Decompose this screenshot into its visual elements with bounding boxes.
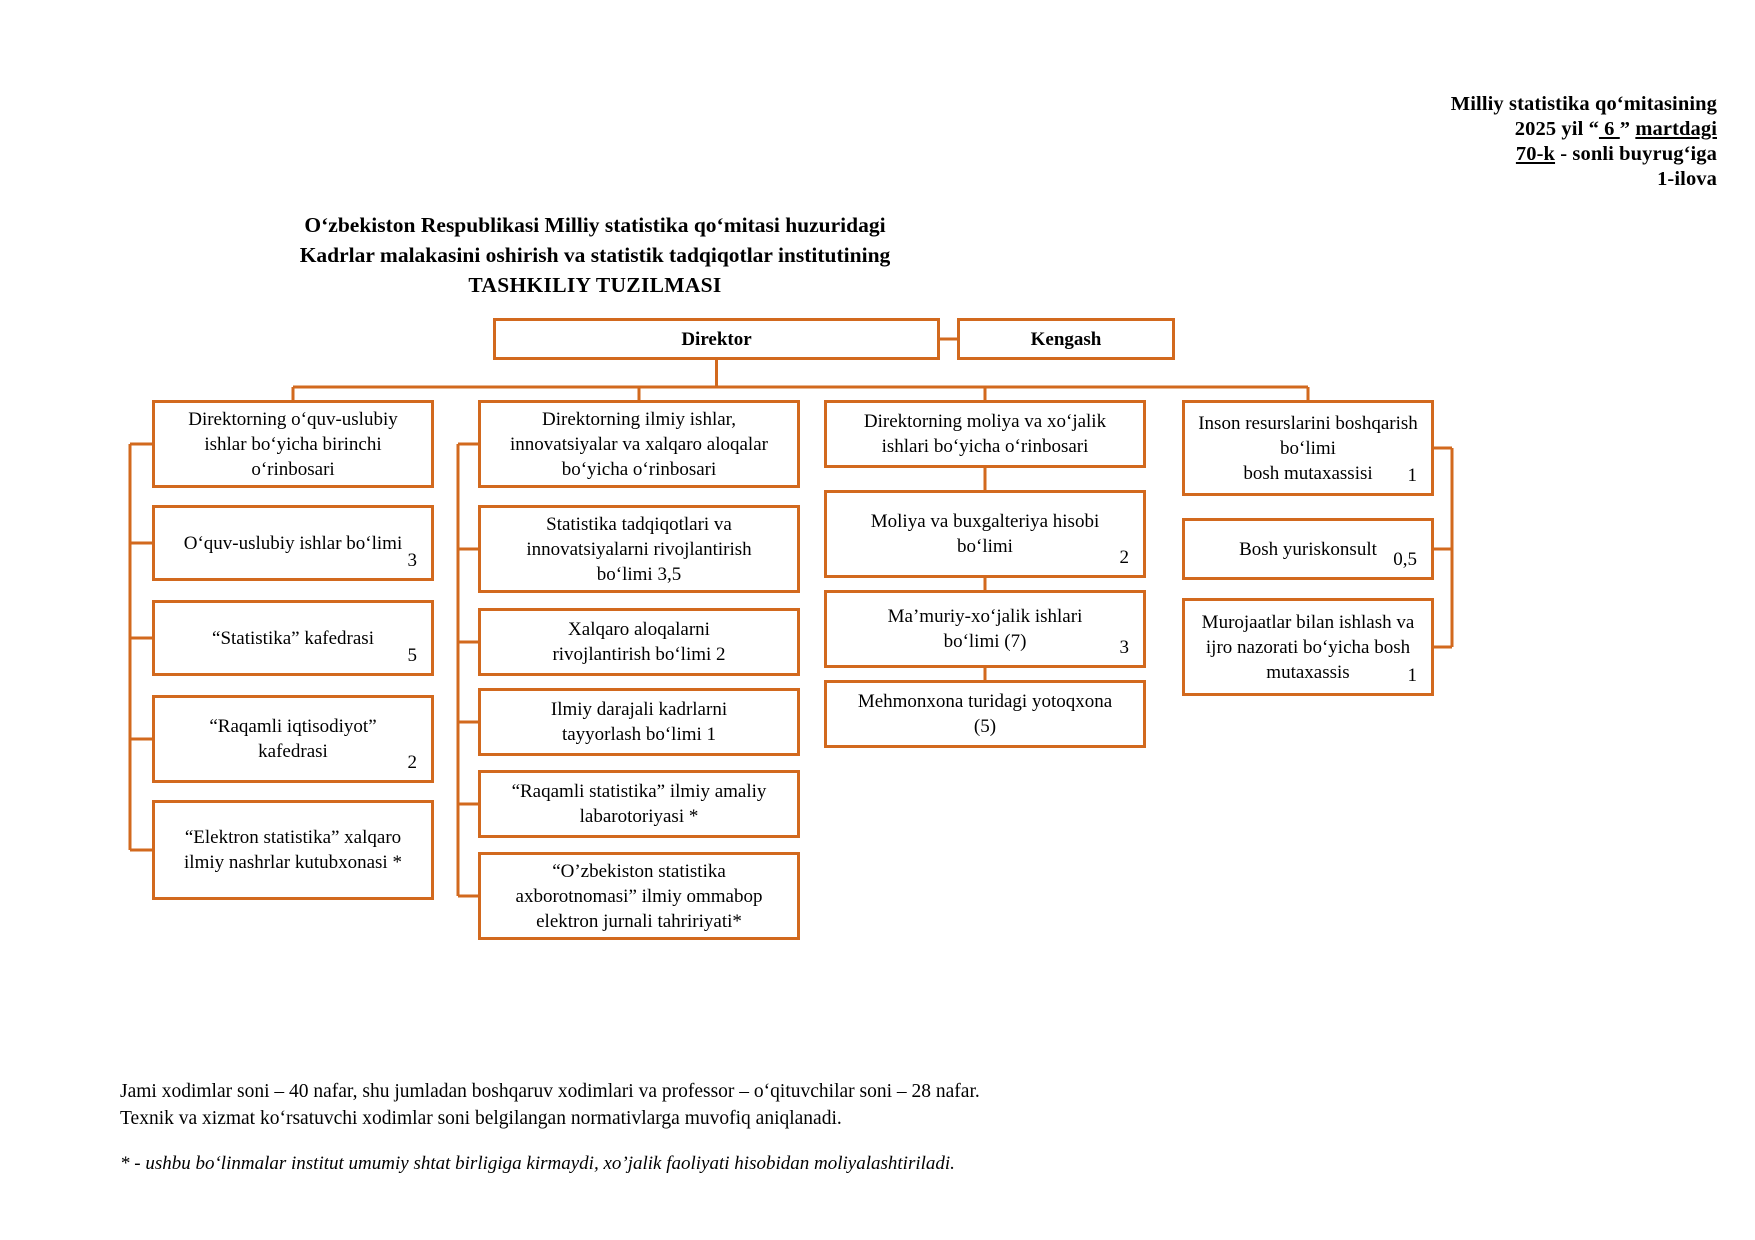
org-node-count: 3 [407,550,418,571]
org-node-direktor[interactable]: Direktor [493,318,940,360]
org-node-kengash[interactable]: Kengash [957,318,1175,360]
org-node-col2-head[interactable]: Direktorning ilmiy ishlar,innovatsiyalar… [478,400,800,488]
order-reference-header: Milliy statistika qo‘mitasining 2025 yil… [1451,92,1717,192]
org-node-label: “Raqamli iqtisodiyot”kafedrasi [209,716,377,762]
order-date-prefix: 2025 yil “ [1514,118,1599,140]
org-node-count: 1 [1407,665,1418,686]
footnote-technical-staff: Texnik va xizmat ko‘rsatuvchi xodimlar s… [120,1108,842,1129]
org-node-label: Mehmonxona turidagi yotoqxona(5) [857,691,1113,737]
org-node-label: “Statistika” kafedrasi [212,627,374,649]
org-node-count: 5 [407,645,418,666]
footnote-total-staff: Jami xodimlar soni – 40 nafar, shu jumla… [120,1081,980,1102]
org-node-label: O‘quv-uslubiy ishlar bo‘limi [183,532,403,554]
order-number-suffix: - sonli buyrug‘iga [1555,143,1717,165]
org-node-count: 3 [1119,637,1130,658]
org-node-label: Kengash [1030,328,1102,350]
order-date-mid: ” [1619,118,1636,140]
order-line-committee: Milliy statistika qo‘mitasining [1450,93,1717,115]
org-node-col4-child-1[interactable]: Bosh yuriskonsult 0,5 [1182,518,1434,580]
org-node-count: 1 [1407,465,1418,486]
order-number: 70-k [1515,143,1556,165]
title-line-1: O‘zbekiston Respublikasi Milliy statisti… [304,213,886,237]
org-node-label: Direktor [681,328,752,350]
org-node-count: 0,5 [1393,549,1417,570]
org-node-label: Direktorning ilmiy ishlar,innovatsiyalar… [510,408,768,480]
order-line-annex: 1-ilova [1657,168,1717,190]
org-node-col3-child-3[interactable]: Mehmonxona turidagi yotoqxona(5) [824,680,1146,748]
page-title: O‘zbekiston Respublikasi Milliy statisti… [0,210,1190,300]
order-line-number: 70-k - sonli buyrug‘iga [1451,142,1717,167]
order-line-date: 2025 yil “ 6 ” martdagi [1451,117,1717,142]
org-node-label: Bosh yuriskonsult [1239,538,1377,560]
title-line-3: TASHKILIY TUZILMASI [468,273,722,297]
org-node-count: 2 [1119,547,1130,568]
org-node-col1-child-3[interactable]: “Raqamli iqtisodiyot”kafedrasi 2 [152,695,434,783]
order-date-month: martdagi [1635,118,1717,140]
footnotes: Jami xodimlar soni – 40 nafar, shu jumla… [120,1078,1320,1177]
title-line-2: Kadrlar malakasini oshirish va statistik… [299,243,891,267]
org-node-col1-child-2[interactable]: “Statistika” kafedrasi 5 [152,600,434,676]
footnote-asterisk: * - ushbu bo‘linmalar institut umumiy sh… [120,1153,955,1174]
order-date-day: 6 [1598,118,1620,140]
org-node-count: 2 [407,752,418,773]
